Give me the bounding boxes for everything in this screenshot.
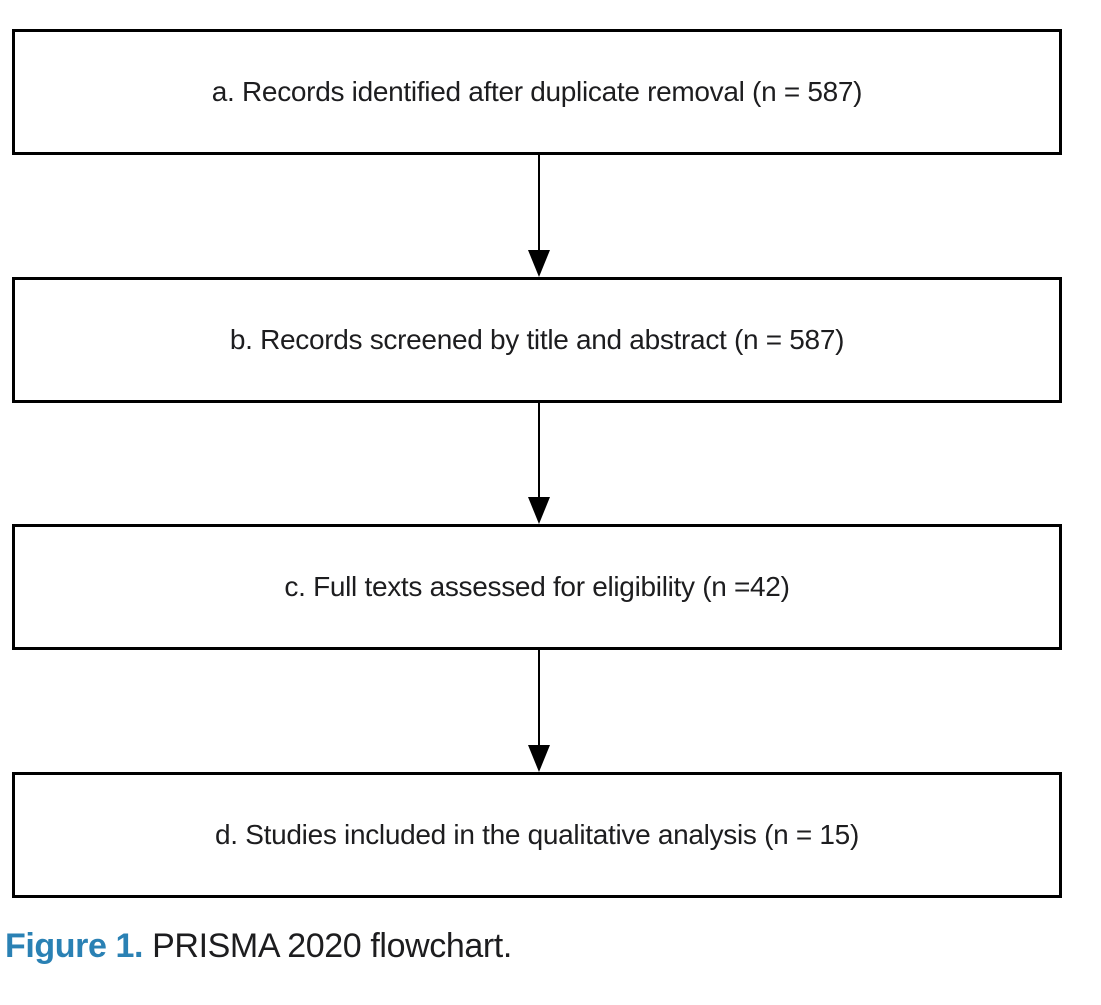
down-arrow-2	[525, 403, 553, 524]
down-arrow-stem	[538, 650, 540, 745]
down-arrow-stem	[538, 403, 540, 497]
down-arrow-head-icon	[528, 250, 550, 277]
flow-box-studies-included: d. Studies included in the qualitative a…	[12, 772, 1062, 898]
flow-box-studies-included-label: d. Studies included in the qualitative a…	[215, 819, 859, 850]
flow-box-records-identified-label: a. Records identified after duplicate re…	[211, 76, 863, 107]
figure-caption-number: Figure 1.	[5, 927, 144, 965]
down-arrow-3	[525, 650, 553, 772]
flow-box-records-screened: b. Records screened by title and abstrac…	[12, 277, 1062, 403]
down-arrow-head-icon	[528, 497, 550, 524]
down-arrow-stem	[538, 155, 540, 250]
figure-caption-text: PRISMA 2020 flowchart.	[152, 927, 512, 965]
down-arrow-head-icon	[528, 745, 550, 772]
flow-box-records-identified: a. Records identified after duplicate re…	[12, 29, 1062, 155]
flow-box-fulltexts-assessed-label: c. Full texts assessed for eligibility (…	[284, 571, 790, 602]
figure-caption: Figure 1. PRISMA 2020 flowchart.	[5, 927, 512, 966]
flow-box-fulltexts-assessed: c. Full texts assessed for eligibility (…	[12, 524, 1062, 650]
down-arrow-1	[525, 155, 553, 277]
flow-box-records-screened-label: b. Records screened by title and abstrac…	[229, 324, 845, 355]
